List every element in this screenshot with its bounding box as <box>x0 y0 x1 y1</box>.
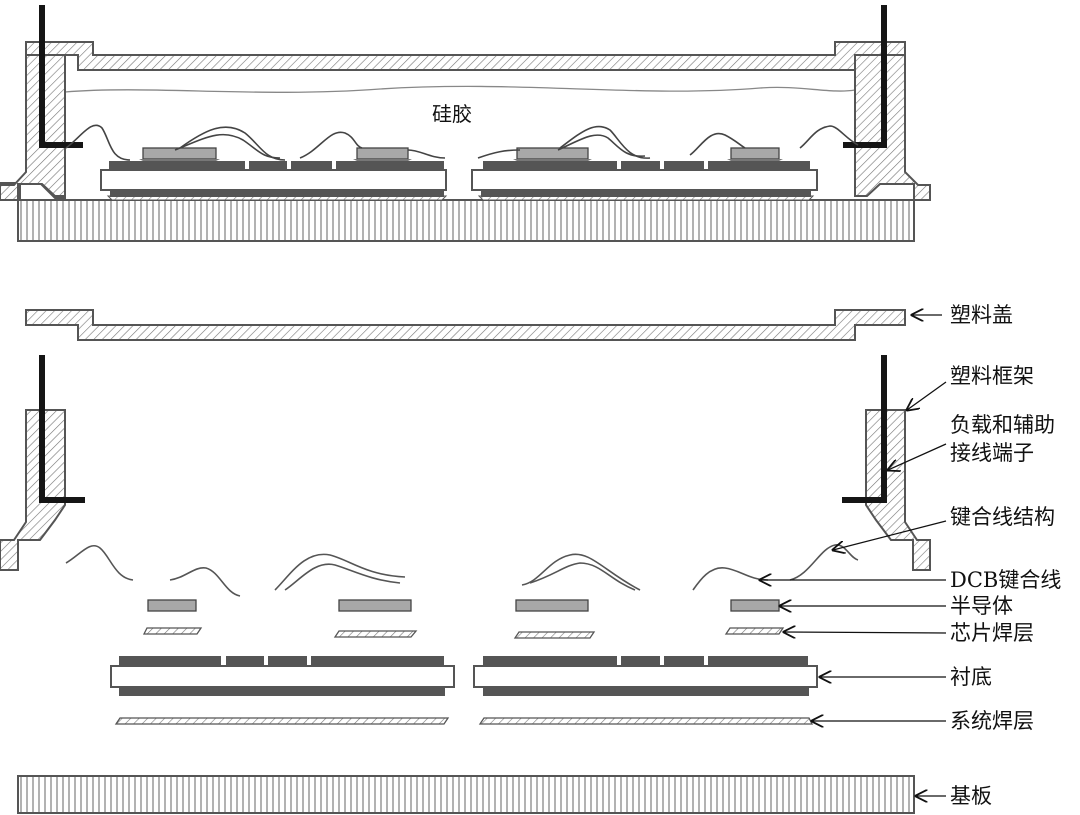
exploded-chip-1 <box>147 599 197 612</box>
assembled-plastic-frame-right <box>854 54 931 201</box>
exploded-chip-solder-3 <box>513 631 596 639</box>
exploded-system-solder-left <box>114 717 450 725</box>
assembled-dcb-bottom-copper-left <box>110 189 444 197</box>
exploded-plastic-frame-right <box>865 409 931 571</box>
assembled-chip-solder-2 <box>353 159 412 161</box>
silicone-gel-surface <box>64 85 856 93</box>
exploded-dcb-top-copper-right-4 <box>708 656 808 666</box>
arrow-plastic-frame <box>907 381 947 410</box>
arrow-bond-wire-structure <box>833 520 947 550</box>
label-terminals-line1: 负载和辅助 <box>950 413 1055 437</box>
leader-arrows <box>760 315 947 796</box>
label-plastic-cover: 塑料盖 <box>950 303 1013 327</box>
label-substrate: 衬底 <box>950 665 992 689</box>
exploded-chip-4 <box>730 599 780 612</box>
assembled-dcb-top-copper-right-3 <box>664 161 704 170</box>
exploded-dcb-top-copper-left-3 <box>268 656 307 666</box>
label-bond-wire-structure: 键合线结构 <box>950 505 1055 529</box>
exploded-dcb-bottom-copper-right <box>483 687 809 696</box>
component-labels: 塑料盖 塑料框架 负载和辅助 接线端子 键合线结构 DCB键合线 半导体 芯片焊… <box>950 303 1061 808</box>
assembled-chip-2 <box>356 147 409 160</box>
assembled-module: 硅胶 <box>0 5 931 242</box>
exploded-dcb-top-copper-left-2 <box>226 656 264 666</box>
arrow-terminals <box>888 443 947 470</box>
label-plastic-frame: 塑料框架 <box>950 364 1034 388</box>
exploded-plastic-cover <box>25 309 906 341</box>
assembled-bond-wires <box>65 124 859 161</box>
exploded-chip-2 <box>338 599 412 612</box>
exploded-dcb-top-copper-right-1 <box>483 656 617 666</box>
assembled-dcb-bottom-copper-right <box>481 189 811 197</box>
assembled-dcb-top-copper-right-2 <box>621 161 660 170</box>
assembled-chip-solder-3 <box>513 159 592 161</box>
exploded-dcb-bottom-copper-left <box>119 687 445 696</box>
label-chip-solder: 芯片焊层 <box>950 621 1034 645</box>
assembled-frame-left-shape <box>0 54 66 201</box>
assembled-chip-solder-1 <box>139 159 220 161</box>
assembled-chip-4 <box>730 147 780 160</box>
exploded-dcb-top-copper-right-2 <box>621 656 660 666</box>
label-system-solder: 系统焊层 <box>950 709 1034 733</box>
exploded-bond-wires <box>65 544 859 597</box>
assembled-dcb-top-copper-left-2 <box>249 161 287 170</box>
arrow-chip-solder <box>784 632 947 633</box>
assembled-chip-solder-4 <box>727 159 783 161</box>
exploded-system-solder-right <box>478 717 814 725</box>
exploded-dcb-ceramic-right <box>473 665 818 688</box>
exploded-terminal-left <box>39 355 85 503</box>
assembled-dcb-ceramic-left <box>100 169 447 191</box>
exploded-terminal-right <box>842 355 887 503</box>
assembled-dcb-top-copper-left-1 <box>109 161 245 170</box>
label-terminals-line2: 接线端子 <box>950 441 1034 465</box>
label-baseplate: 基板 <box>950 784 992 808</box>
exploded-chip-solder-1 <box>142 627 203 635</box>
assembled-dcb-top-copper-right-1 <box>483 161 617 170</box>
assembled-dcb-top-copper-right-4 <box>708 161 810 170</box>
exploded-chip-3 <box>515 599 589 612</box>
assembled-plastic-cover <box>25 41 906 71</box>
assembled-dcb-top-copper-left-3 <box>291 161 332 170</box>
silicone-label: 硅胶 <box>432 102 472 126</box>
exploded-chip-solder-2 <box>333 630 418 638</box>
label-dcb-bond-wire: DCB键合线 <box>950 568 1061 592</box>
exploded-dcb-top-copper-right-3 <box>664 656 704 666</box>
exploded-dcb-top-copper-left-4 <box>311 656 444 666</box>
exploded-dcb-ceramic-left <box>110 665 455 688</box>
label-semiconductor: 半导体 <box>950 594 1013 618</box>
exploded-chip-solder-4 <box>724 627 785 635</box>
exploded-baseplate <box>17 775 915 814</box>
assembled-dcb-top-copper-left-4 <box>336 161 444 170</box>
exploded-dcb-top-copper-left-1 <box>119 656 221 666</box>
assembled-chip-3 <box>516 147 589 160</box>
assembled-chip-1 <box>142 147 217 160</box>
exploded-view <box>0 309 931 814</box>
exploded-plastic-frame-left <box>0 409 66 571</box>
assembled-baseplate <box>17 199 915 242</box>
assembled-dcb-ceramic-right <box>471 169 818 191</box>
